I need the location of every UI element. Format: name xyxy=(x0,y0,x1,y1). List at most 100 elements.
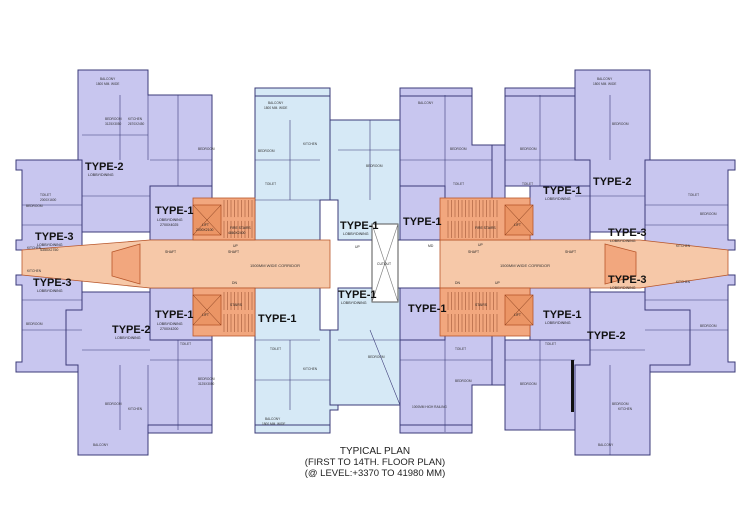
type-label: TYPE-1 xyxy=(543,185,582,197)
balcony-label: BALCONY xyxy=(265,417,281,421)
unit-type1-right-bottom xyxy=(529,287,591,341)
unit-center-left-bottom xyxy=(254,287,339,433)
kitchen-label: KITCHEN xyxy=(676,280,691,284)
stairs-label: STAIRS xyxy=(230,303,243,307)
lobby-dim: 2700X4025 xyxy=(160,223,178,227)
bedroom-label: BEDROOM xyxy=(700,212,717,216)
shaft-label: SHAFT xyxy=(468,250,479,254)
type-label: TYPE-1 xyxy=(408,303,447,315)
unit-type1-right-inner-top xyxy=(399,185,446,241)
type-label: TYPE-1 xyxy=(340,220,379,232)
toilet-label: TOILET xyxy=(40,193,51,197)
stair-treads xyxy=(223,200,498,332)
kitchen-label: KITCHEN xyxy=(27,269,42,273)
lobby-label: LOBBY/DINING xyxy=(37,289,63,293)
lobby-label: LOBBY/DINING xyxy=(157,322,183,326)
type-label: TYPE-3 xyxy=(608,274,647,286)
corridor-arrow-right xyxy=(604,243,637,285)
bedroom-label: BEDROOM xyxy=(198,377,215,381)
balcony-label: BALCONY xyxy=(598,443,614,447)
lobby-dim: 2700X4200 xyxy=(160,327,178,331)
fire-stairs-label: FIRE STAIRS xyxy=(475,226,496,230)
lobby-label: LOBBY/DINING xyxy=(37,243,63,247)
lobby-label: LOBBY/DINING xyxy=(545,321,571,325)
toilet-label: TOILET xyxy=(455,347,466,351)
balcony-label: BALCONY xyxy=(93,443,109,447)
lobby-label: LOBBY/DINING xyxy=(157,218,183,222)
kitchen-label: KITCHEN xyxy=(128,117,143,121)
bedroom-label: BEDROOM xyxy=(26,204,43,208)
shaft-label: SHAFT xyxy=(565,250,576,254)
toilet-label: TOILET xyxy=(270,347,281,351)
type-label: TYPE-2 xyxy=(593,176,632,188)
balcony-dim: 1800 MM. WIDE xyxy=(593,82,616,86)
unit-right-bottom-outer xyxy=(574,291,691,456)
lobby-label: LOBBY/DINING xyxy=(341,301,367,305)
lobby-label: LOBBY/DINING xyxy=(343,232,369,236)
plan-level: (@ LEVEL:+3370 TO 41980 MM) xyxy=(304,468,446,479)
cutout-label: CUTOUT xyxy=(377,262,391,266)
type-label: TYPE-2 xyxy=(112,324,151,336)
bedroom-label: BEDROOM xyxy=(450,147,467,151)
unit-type1-right-top xyxy=(529,185,591,241)
type-label: TYPE-2 xyxy=(587,330,626,342)
up-label: UP xyxy=(233,244,238,248)
balcony-label: BALCONY xyxy=(100,77,116,81)
balcony-dim: 1800 MM. WIDE xyxy=(96,82,119,86)
bedroom-label: BEDROOM xyxy=(700,324,717,328)
dn-label: DN xyxy=(232,281,237,285)
type-label: TYPE-1 xyxy=(403,216,442,228)
lobby-label: LOBBY/DINING xyxy=(545,197,571,201)
bedroom-dim: 3125X3050 xyxy=(198,382,215,386)
type-label: TYPE-3 xyxy=(35,231,74,243)
partitions xyxy=(22,95,728,455)
lobby-label: LOBBY/DINING xyxy=(610,239,636,243)
md-label: MD xyxy=(428,244,434,248)
fire-stairs-label: FIRE STAIRS xyxy=(230,226,251,230)
up-label: UP xyxy=(355,245,360,249)
unit-center-left-top xyxy=(254,94,339,241)
balcony-strips xyxy=(147,87,576,434)
corridors xyxy=(21,239,729,289)
toilet-label: TOILET xyxy=(545,342,556,346)
kitchen-label: KITCHEN xyxy=(27,246,42,250)
bedroom-label: BEDROOM xyxy=(198,147,215,151)
toilet-label: TOILET xyxy=(265,182,276,186)
plan-subtitle: (FIRST TO 14TH. FLOOR PLAN) xyxy=(304,457,446,468)
wall-accent xyxy=(571,360,574,412)
bedroom-label: BEDROOM xyxy=(105,117,122,121)
balcony-label: BALCONY xyxy=(597,77,613,81)
corridor-label: 1500MM WIDE CORRIDOR xyxy=(250,263,300,268)
type-label: TYPE-1 xyxy=(258,313,297,325)
balcony-label: BALCONY xyxy=(418,101,434,105)
kitchen-label: KITCHEN xyxy=(676,244,691,248)
plan-title: TYPICAL PLAN xyxy=(339,446,411,457)
corridor-left xyxy=(21,239,331,289)
room-labels: BALCONY 1800 MM. WIDE BALCONY 1800 MM. W… xyxy=(26,77,717,447)
lift-label: LIFT xyxy=(514,313,521,317)
bedroom-label: BEDROOM xyxy=(105,402,122,406)
type-label: TYPE-1 xyxy=(338,289,377,301)
lobby-dim: 4350X2750 xyxy=(40,248,58,252)
lobby-labels: LOBBY/DINING LOBBY/DINING LOBBY/DINING L… xyxy=(37,173,636,340)
lift-label: LIFT xyxy=(202,223,209,227)
core-labels: LIFT LIFT LIFT LIFT 2000X2100 FIRE STAIR… xyxy=(165,223,576,317)
kitchen-dim: 2670X2450 xyxy=(128,122,145,126)
type-label: TYPE-2 xyxy=(85,161,124,173)
bedroom-label: BEDROOM xyxy=(258,149,275,153)
stair-dim: 4860X2400 xyxy=(228,231,245,235)
balcony-dim: 1800 MM. WIDE xyxy=(262,422,285,426)
lift-label: LIFT xyxy=(514,223,521,227)
type-label: TYPE-1 xyxy=(155,309,194,321)
unit-center-bottom xyxy=(329,287,401,406)
toilet-dim: 2000X1600 xyxy=(40,198,57,202)
corridor-label: 1500MM WIDE CORRIDOR xyxy=(500,263,550,268)
kitchen-label: KITCHEN xyxy=(303,142,318,146)
bedroom-dim: 3125X3050 xyxy=(105,122,122,126)
bedroom-label: BEDROOM xyxy=(26,322,43,326)
kitchen-label: KITCHEN xyxy=(128,407,143,411)
right-wing xyxy=(491,69,736,456)
toilet-label: TOILET xyxy=(453,182,464,186)
lobby-label: LOBBY/DINING xyxy=(88,173,114,177)
